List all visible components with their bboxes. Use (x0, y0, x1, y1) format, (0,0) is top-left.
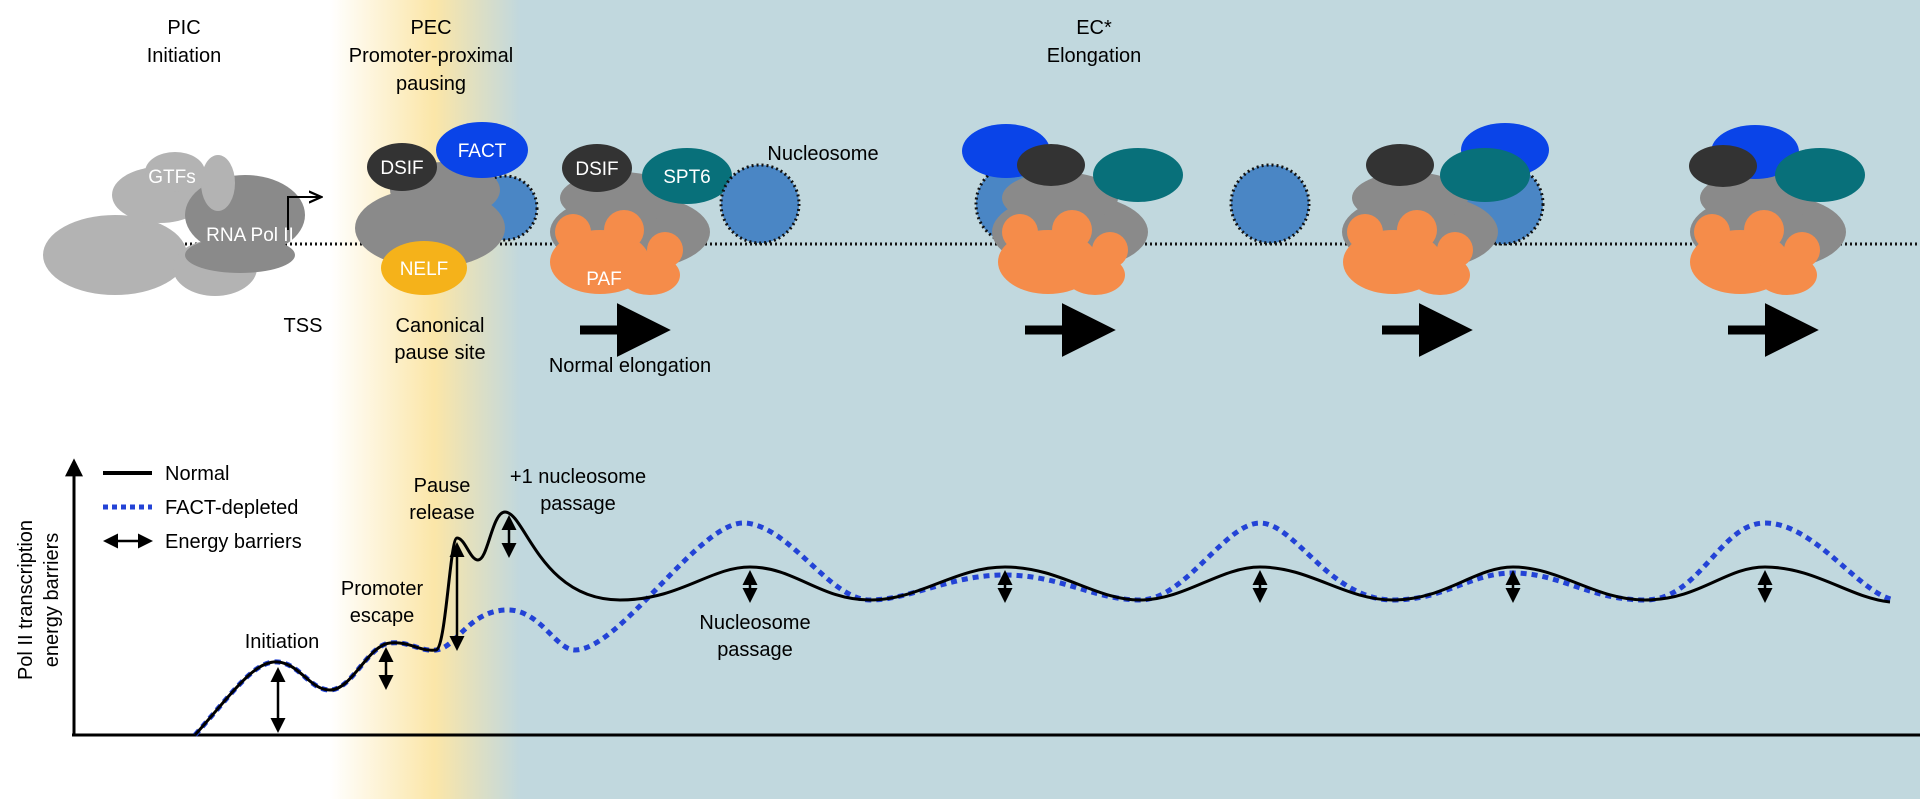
annotation-promoter-escape-1: Promoter (341, 578, 424, 600)
ec-complex-3 (1342, 123, 1549, 295)
normal-elongation-label: Normal elongation (549, 355, 711, 377)
stage-ec-name: Elongation (1047, 45, 1142, 67)
pec-nelf-label: NELF (400, 259, 449, 280)
pec-complex (355, 122, 539, 295)
annotation-nuc-passage-2: passage (717, 639, 793, 661)
ec1-spt6-label: SPT6 (663, 167, 711, 188)
pec-nelf (381, 241, 467, 295)
ec1-dsif-label: DSIF (575, 159, 618, 180)
stage-pec-abbr: PEC (410, 17, 451, 39)
annotation-nuc1-passage-2: passage (540, 493, 616, 515)
nucleosome-free-2 (1229, 163, 1311, 245)
stage-pic-abbr: PIC (167, 17, 200, 39)
pic-complex (43, 152, 305, 296)
tss-label: TSS (284, 315, 323, 337)
energy-barrier-arrows (270, 515, 1773, 733)
ec1-paf-label: PAF (586, 269, 622, 290)
energy-chart (65, 458, 1920, 737)
pause-site-label-1: Canonical (396, 315, 485, 337)
pec-fact-label: FACT (458, 141, 507, 162)
stage-pec-name-2: pausing (396, 73, 466, 95)
pause-site-label-2: pause site (394, 342, 485, 364)
nucleosome-free-1 (719, 163, 801, 245)
gtfs-label: GTFs (148, 167, 196, 188)
pausing-background (330, 0, 520, 799)
nucleosome-label: Nucleosome (767, 143, 878, 165)
ec1-dsif (562, 144, 632, 192)
elongation-background (500, 0, 1920, 799)
stage-pic-name: Initiation (147, 45, 222, 67)
annotation-pause-release-2: release (409, 502, 475, 524)
annotation-nuc1-passage-1: +1 nucleosome (510, 466, 646, 488)
stage-ec-abbr: EC* (1076, 17, 1112, 39)
y-axis-label-1: Pol II transcription (15, 520, 37, 680)
y-axis-label-2: energy barriers (41, 533, 63, 668)
rna-pol-label: RNA Pol II (206, 225, 294, 246)
ec-complex-2 (962, 124, 1183, 295)
annotation-pause-release-1: Pause (414, 475, 471, 497)
pec-fact (436, 122, 528, 178)
legend-normal-label: Normal (165, 463, 229, 485)
annotation-nuc-passage-1: Nucleosome (699, 612, 810, 634)
ec-complex-4 (1689, 125, 1865, 295)
pec-dsif (367, 143, 437, 191)
annotation-initiation: Initiation (245, 631, 320, 653)
legend-barrier-label: Energy barriers (165, 531, 302, 553)
ec1-spt6 (642, 148, 732, 204)
ec-complex-first (550, 144, 732, 295)
legend (103, 471, 153, 549)
stage-pec-name-1: Promoter-proximal (349, 45, 513, 67)
pec-dsif-label: DSIF (380, 158, 423, 179)
normal-curve (193, 510, 1891, 736)
tss-arrow (287, 197, 320, 230)
annotation-promoter-escape-2: escape (350, 605, 415, 627)
legend-fact-label: FACT-depleted (165, 497, 298, 519)
